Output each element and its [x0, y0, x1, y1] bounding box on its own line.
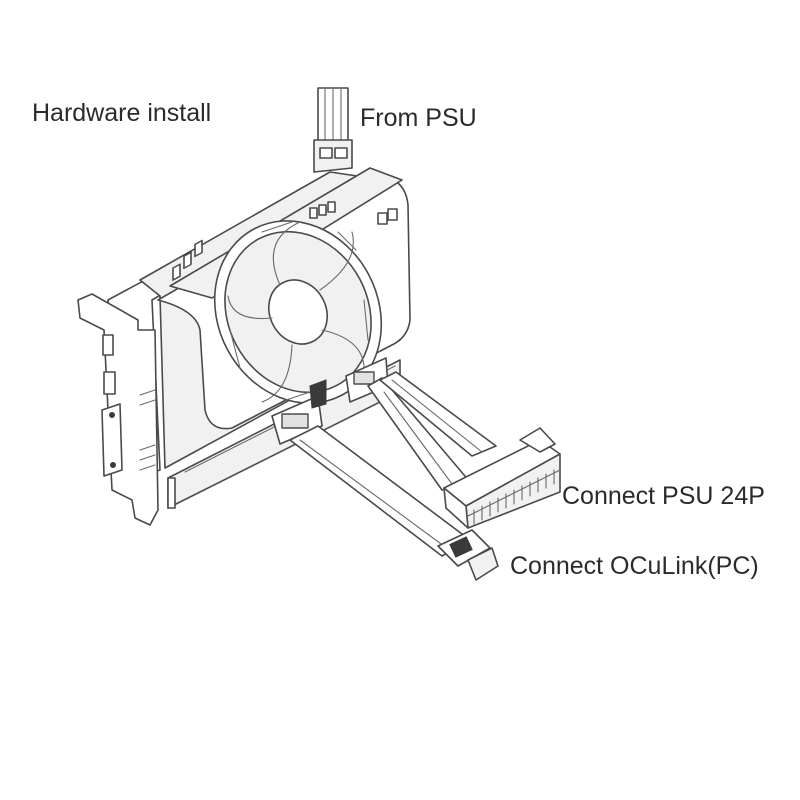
- psu-power-cable: [313, 87, 353, 173]
- oculink-cable: [289, 425, 499, 581]
- psu-24p-cable: [367, 371, 497, 491]
- from-psu-label: From PSU: [360, 104, 477, 132]
- connect-oculink-label: Connect OCuLink(PC): [510, 552, 759, 580]
- page-title: Hardware install: [32, 99, 212, 127]
- gpu-fan: [213, 220, 383, 404]
- io-bracket: [77, 293, 159, 526]
- connect-psu-24p-label: Connect PSU 24P: [562, 482, 765, 510]
- dock-connectors: [271, 357, 389, 445]
- psu-24p-connector: [443, 427, 561, 529]
